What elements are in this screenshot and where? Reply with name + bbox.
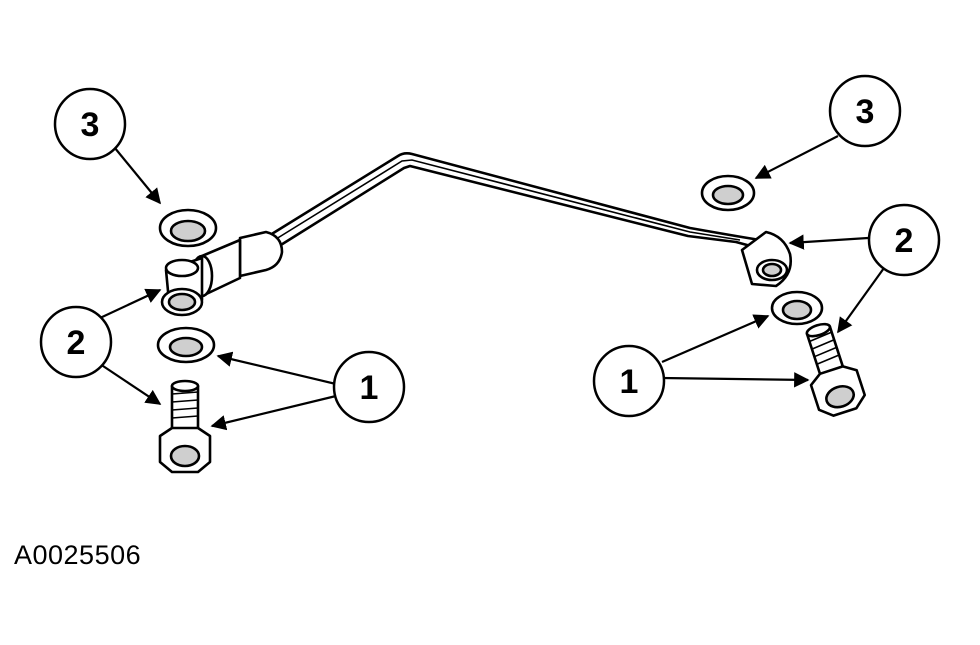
callout-left-2: 2	[39, 305, 113, 379]
svg-text:1: 1	[620, 363, 639, 401]
supply-tube	[260, 152, 772, 254]
svg-text:1: 1	[360, 369, 379, 407]
callout-right-2: 2	[867, 203, 941, 277]
right-banjo-fitting	[740, 230, 792, 288]
svg-text:2: 2	[67, 324, 86, 362]
svg-text:3: 3	[81, 106, 100, 144]
left-washer-lower	[156, 326, 216, 364]
svg-text:2: 2	[895, 222, 914, 260]
right-washer-upper	[700, 174, 756, 212]
left-washer-upper	[158, 208, 218, 248]
left-banjo-bolt	[158, 379, 212, 474]
right-banjo-bolt	[805, 322, 867, 417]
callout-left-1: 1	[332, 350, 406, 424]
figure-id-label: A0025506	[14, 540, 142, 570]
leader-lines	[99, 135, 885, 431]
callout-left-3: 3	[53, 87, 127, 161]
left-banjo-fitting	[160, 230, 284, 317]
svg-text:3: 3	[856, 93, 875, 131]
callout-right-3: 3	[828, 74, 902, 148]
callout-right-1: 1	[592, 344, 666, 418]
right-washer-lower	[770, 290, 824, 326]
